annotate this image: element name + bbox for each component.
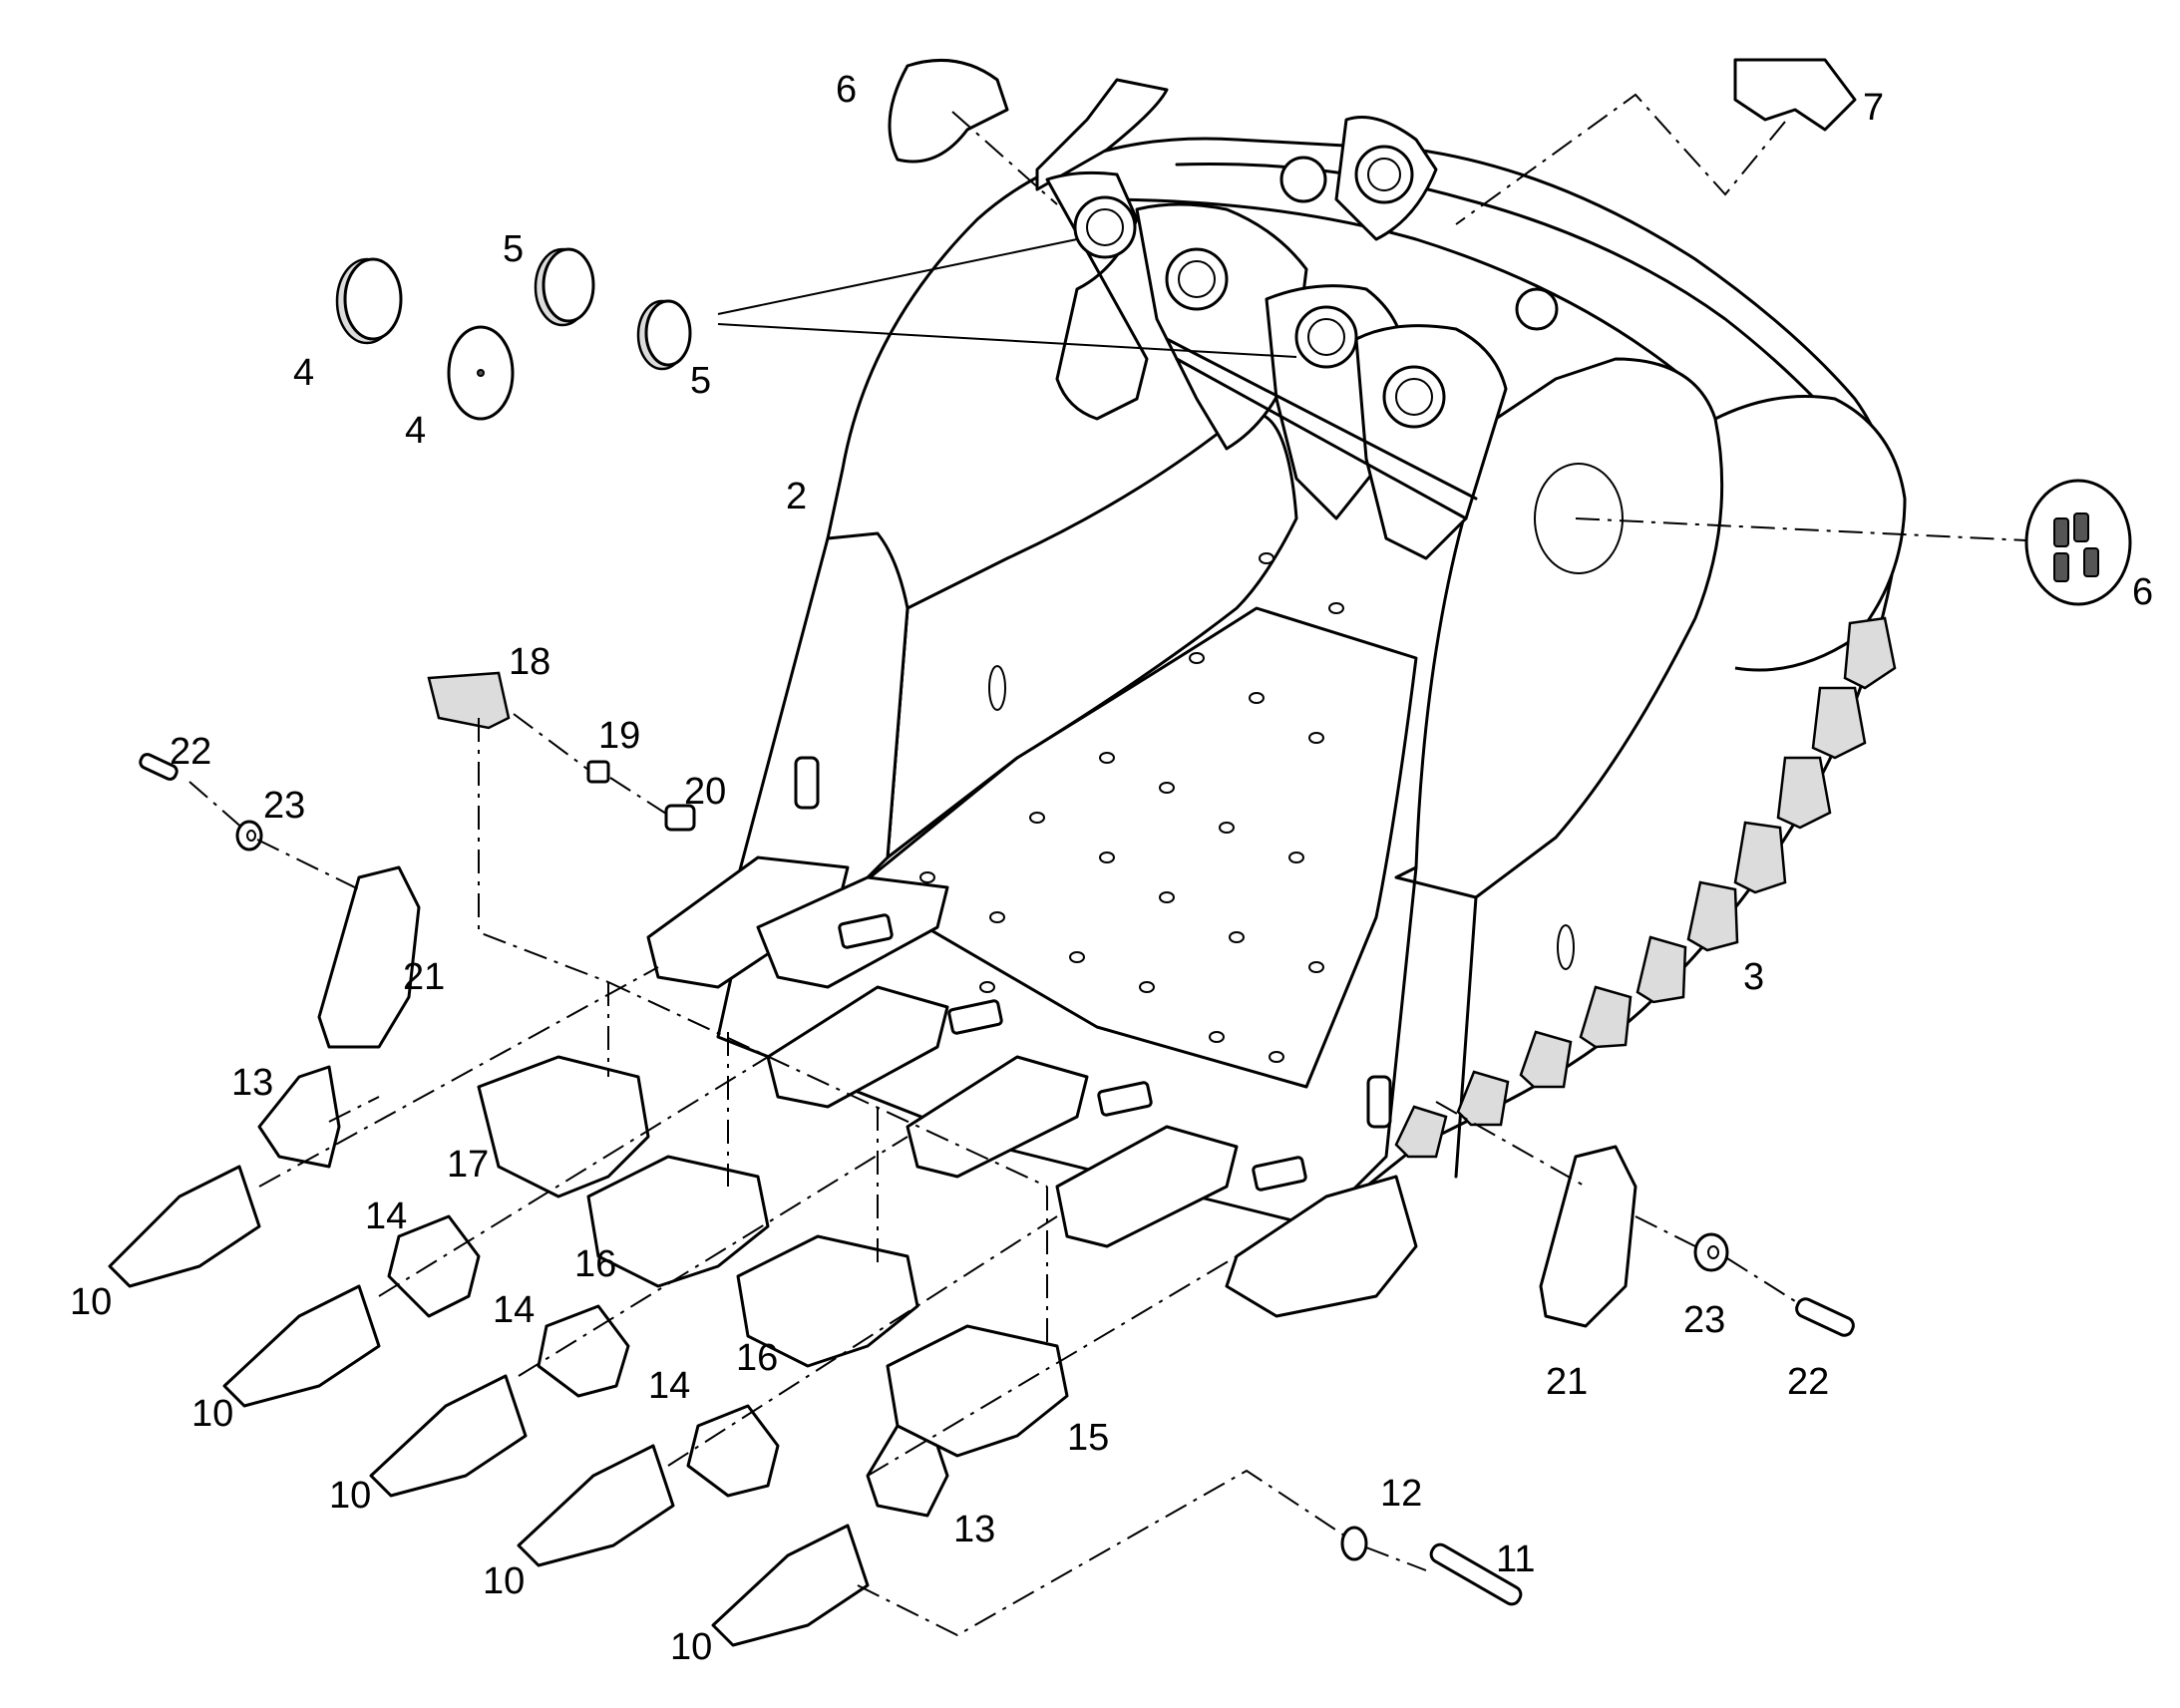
lock-19 (586, 760, 610, 784)
side-cutter-segments (1394, 616, 1897, 1159)
callout-20: 20 (684, 771, 726, 813)
assembly-lines (188, 93, 2027, 1637)
callout-16a: 16 (574, 1243, 616, 1285)
bucket-body (716, 137, 1907, 1228)
callout-7: 7 (1863, 87, 1884, 129)
callout-10b: 10 (191, 1393, 233, 1435)
tooth-10c (369, 1374, 528, 1498)
linkage-boss-plates (1035, 78, 1559, 560)
cover-plate-4a (335, 257, 403, 345)
side-adapter-21b (1539, 1145, 1637, 1328)
callout-13a: 13 (231, 1062, 273, 1104)
washer-23b (1693, 1232, 1729, 1272)
callout-11: 11 (1496, 1538, 1535, 1580)
floor-bolt-holes (919, 552, 1344, 1063)
cap-14b (537, 1304, 630, 1398)
end-cap-6b (2024, 479, 2132, 606)
cover-plate-4b (447, 325, 515, 421)
callout-21b: 21 (1546, 1361, 1588, 1403)
shroud-15 (886, 1324, 1069, 1458)
tooth-10d (517, 1444, 675, 1567)
retainer-12 (1340, 1526, 1368, 1561)
callout-17: 17 (447, 1144, 489, 1186)
callout-3: 3 (1743, 956, 1764, 998)
side-adapter-21a (317, 865, 421, 1049)
cap-14a (387, 1214, 481, 1318)
callout-23b: 23 (1683, 1299, 1725, 1341)
callout-14b: 14 (493, 1289, 535, 1331)
callout-4a: 4 (293, 352, 314, 394)
callout-15: 15 (1067, 1417, 1109, 1459)
tooth-10e (711, 1524, 870, 1647)
callout-21a: 21 (403, 956, 445, 998)
tooth-10b (222, 1284, 381, 1408)
washer-23a (235, 820, 263, 852)
cap-14c (686, 1404, 780, 1498)
bracket-clip-7 (1733, 58, 1857, 132)
callout-10e: 10 (670, 1626, 712, 1668)
callout-14a: 14 (365, 1196, 407, 1237)
pin-22b (1795, 1297, 1855, 1337)
cover-plate-5a (534, 247, 595, 327)
callout-6a: 6 (836, 69, 857, 111)
shroud-16b (736, 1234, 919, 1368)
callout-10a: 10 (70, 1281, 112, 1323)
callout-12: 12 (1380, 1473, 1422, 1515)
callout-22a: 22 (170, 731, 211, 773)
clip-13a (257, 1065, 341, 1169)
callout-5a: 5 (503, 228, 524, 270)
callout-5b: 5 (690, 360, 711, 402)
lip-adapters (646, 855, 1418, 1318)
retaining-ring-6a (888, 59, 1009, 164)
callout-13b: 13 (953, 1509, 995, 1550)
callout-16b: 16 (736, 1337, 778, 1379)
callout-6b: 6 (2132, 571, 2153, 613)
callout-10d: 10 (483, 1560, 525, 1602)
bolt-20 (664, 804, 696, 832)
callout-labels: 2 3 4 4 5 5 6 6 7 10 10 10 10 10 11 12 1… (70, 69, 2153, 1668)
callout-10c: 10 (329, 1475, 371, 1517)
pin-11 (1429, 1542, 1523, 1606)
pin-22a (139, 753, 179, 781)
callout-2: 2 (786, 476, 807, 517)
callout-14c: 14 (648, 1365, 690, 1407)
callout-4b: 4 (405, 410, 426, 452)
shroud-16a (586, 1155, 770, 1288)
cover-plate-5b (636, 299, 692, 371)
shroud-17 (477, 1055, 650, 1198)
callout-23a: 23 (263, 785, 305, 827)
tooth-10a (108, 1165, 261, 1288)
callout-22b: 22 (1787, 1361, 1829, 1403)
guard-18 (427, 671, 511, 730)
callout-19: 19 (598, 715, 640, 757)
callout-18: 18 (509, 641, 550, 683)
